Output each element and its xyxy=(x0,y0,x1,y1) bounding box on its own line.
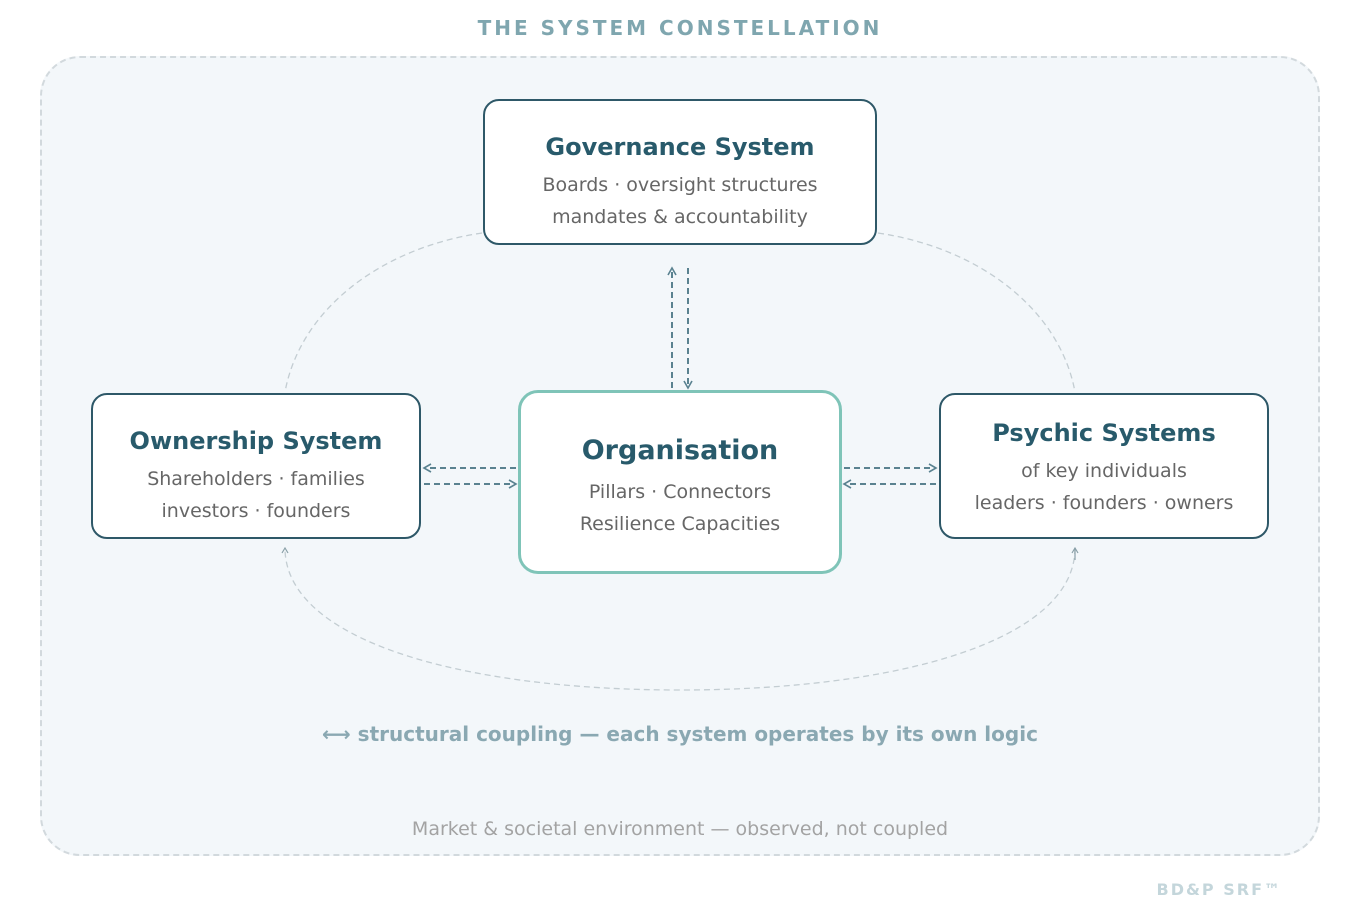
node-title: Psychic Systems xyxy=(992,419,1216,447)
node-line: Resilience Capacities xyxy=(579,513,781,535)
node-line: of key individuals xyxy=(1021,460,1187,482)
loop-arc-bottom xyxy=(281,546,1076,691)
node-line: Pillars · Connectors xyxy=(588,481,772,503)
node-line: leaders · founders · owners xyxy=(974,492,1234,514)
ownership-system-node: Ownership System Shareholders · families… xyxy=(91,393,421,539)
node-line: Boards · oversight structures xyxy=(542,174,818,196)
node-line: Shareholders · families xyxy=(147,468,365,490)
loop-arc-governance-ownership xyxy=(284,232,483,393)
node-title: Governance System xyxy=(545,133,815,161)
node-title: Ownership System xyxy=(129,427,383,455)
environment-caption: Market & societal environment — observed… xyxy=(411,818,949,840)
node-line: mandates & accountability xyxy=(552,206,808,228)
loop-arc-governance-psychic xyxy=(877,232,1076,393)
organisation-node: Organisation Pillars · Connectors Resili… xyxy=(518,390,842,574)
diagram-title: THE SYSTEM CONSTELLATION xyxy=(477,16,883,40)
node-line: investors · founders xyxy=(161,500,351,522)
brand-mark: BD&P SRF™ xyxy=(1156,880,1282,899)
governance-system-node: Governance System Boards · oversight str… xyxy=(483,99,877,245)
structural-coupling-note: ⟷ structural coupling — each system oper… xyxy=(322,722,1038,746)
psychic-systems-node: Psychic Systems of key individuals leade… xyxy=(939,393,1269,539)
node-title: Organisation xyxy=(581,435,779,466)
